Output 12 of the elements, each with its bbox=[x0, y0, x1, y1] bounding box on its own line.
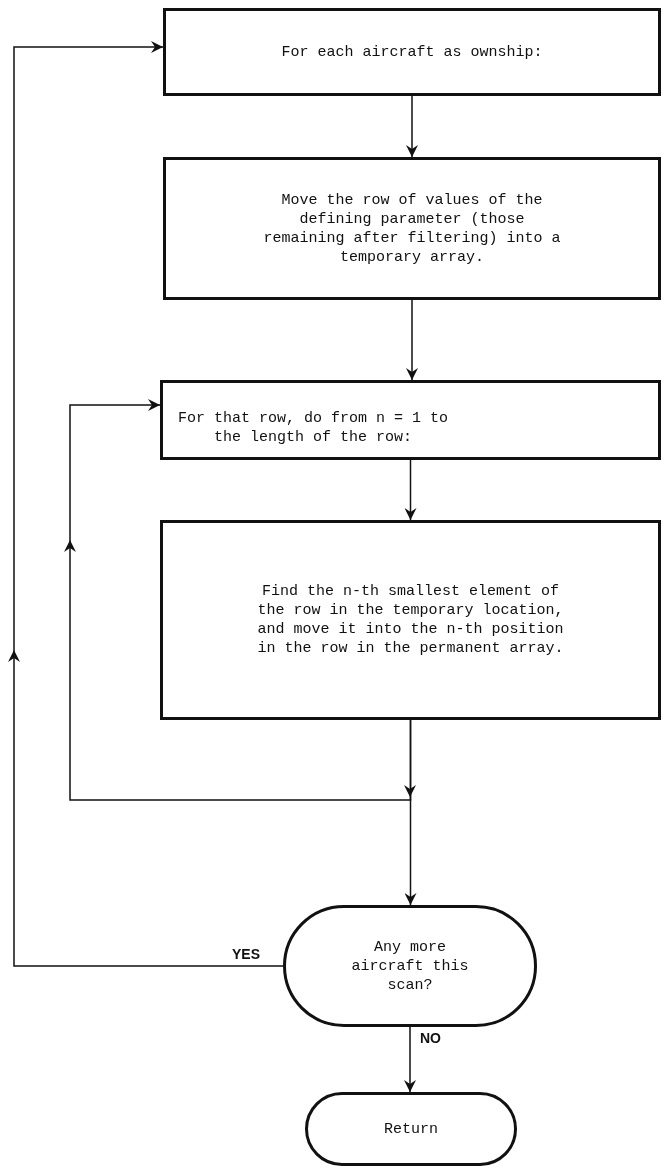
node-text: Find the n-th smallest element of the row in the temporary location, and move it into the n-th position in the row in the permanent array. bbox=[256, 582, 565, 658]
process-box bbox=[163, 157, 661, 300]
node-text: Move the row of values of the defining parameter (those remaining after filtering) into a temporary array. bbox=[262, 190, 562, 267]
edge-label: YES bbox=[230, 946, 262, 962]
node-text: For that row, do from n = 1 to the length of the row: bbox=[176, 409, 449, 447]
process-box bbox=[163, 8, 661, 96]
edge-label: NO bbox=[418, 1030, 443, 1046]
process-box bbox=[160, 380, 661, 460]
process-box bbox=[160, 520, 661, 720]
node-text: For each aircraft as ownship: bbox=[281, 42, 543, 62]
node-text: Return bbox=[384, 1119, 438, 1139]
node-text: Any more aircraft this scan? bbox=[350, 937, 470, 995]
